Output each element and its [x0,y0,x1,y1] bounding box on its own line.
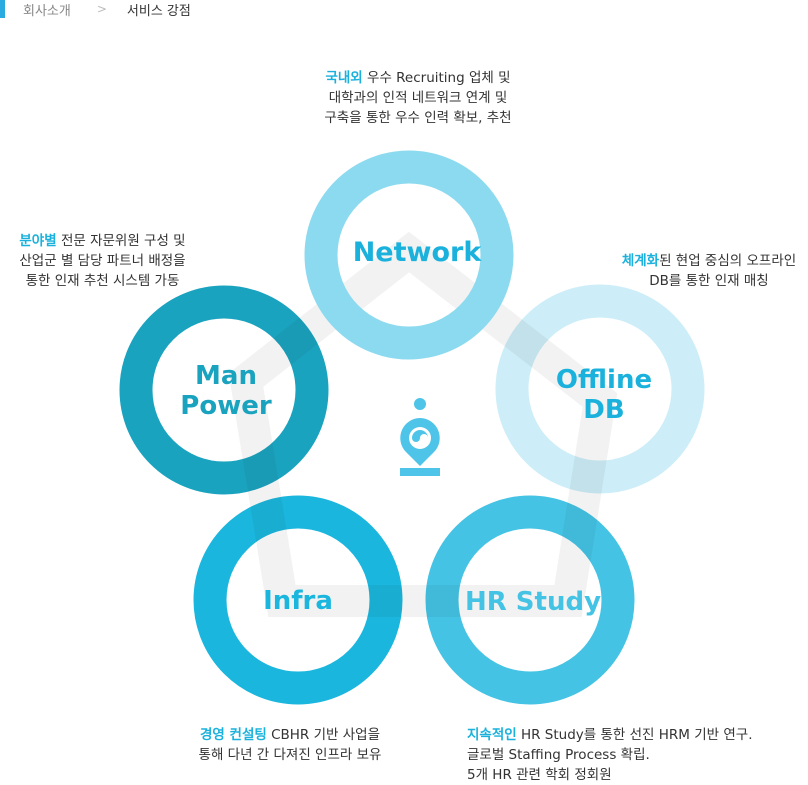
description-text: CBHR 기반 사업을 [266,727,380,743]
breadcrumb-current: 서비스 강점 [126,3,191,19]
node-label-offline-db-line2: DB [583,395,624,425]
location-pin-person-icon [400,398,440,476]
ring-network[interactable] [304,150,514,360]
connectors [228,231,618,617]
description-text: 대학과의 인적 네트워크 연계 및 [328,90,508,106]
description-text: 통해 다년 간 다져진 인프라 보유 [198,747,382,763]
ring-hr-study[interactable] [425,495,635,705]
description-text: 전문 자문위원 구성 및 [56,233,186,249]
description-text: DB를 통한 인재 매칭 [649,273,769,289]
description-highlight: 분야별 [19,233,57,249]
description-text: 된 현업 중심의 오프라인 [659,253,797,269]
description-text: HR Study를 통한 선진 HRM 기반 연구. [516,727,753,743]
ring-manpower[interactable] [119,285,329,495]
description-highlight: 체계화 [621,253,660,269]
description-manpower: 분야별 전문 자문위원 구성 및 산업군 별 담당 파트너 배정을 통한 인재 … [0,231,205,291]
node-label-offline-db-line1: Offline [556,365,652,395]
description-offline-db: 체계화된 현업 중심의 오프라인 DB를 통한 인재 매칭 [610,251,808,291]
chevron-right-icon: > [96,2,107,16]
description-text: 글로벌 Staffing Process 확립. [467,747,650,763]
description-highlight: 경영 컨설팅 [199,727,267,743]
ring-infra[interactable] [193,495,403,705]
breadcrumb-home-link[interactable]: 회사소개 [23,3,71,19]
ring-offline-db[interactable] [495,284,705,494]
description-hr-study: 지속적인 HR Study를 통한 선진 HRM 기반 연구. 글로벌 Staf… [467,725,807,785]
description-text: 5개 HR 관련 학회 정회원 [467,767,612,783]
description-text: 구축을 통한 우수 인력 확보, 추천 [324,110,512,126]
description-highlight: 국내외 [325,70,363,86]
description-text: 우수 Recruiting 업체 및 [362,70,511,86]
node-label-manpower-line1: Man [195,361,257,391]
description-network: 국내외 우수 Recruiting 업체 및 대학과의 인적 네트워크 연계 및… [300,68,536,128]
node-label-hr-study: HR Study [465,587,601,617]
node-label-network: Network [353,237,483,268]
description-highlight: 지속적인 [467,727,517,743]
description-text: 통한 인재 추천 시스템 가동 [25,273,180,289]
connector-pentagon [228,231,618,617]
node-label-infra: Infra [263,586,333,616]
breadcrumb: 회사소개 > 서비스 강점 [0,0,191,19]
breadcrumb-accent-bar [0,0,5,18]
description-text: 산업군 별 담당 파트너 배정을 [19,253,186,269]
description-infra: 경영 컨설팅 CBHR 기반 사업을 통해 다년 간 다져진 인프라 보유 [180,725,400,765]
node-label-manpower-line2: Power [180,391,272,421]
